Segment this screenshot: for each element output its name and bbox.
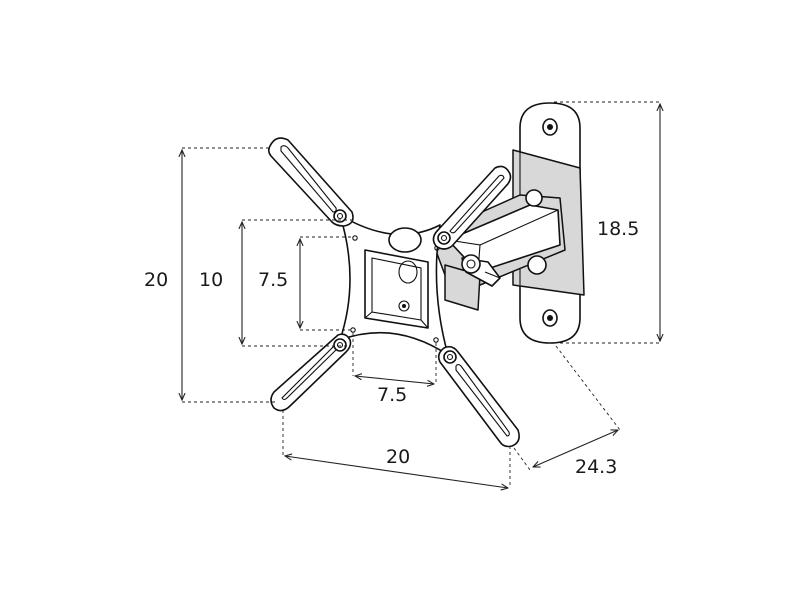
dim-overall-width (282, 410, 511, 488)
dim-label-overall-height: 20 (144, 269, 168, 291)
dim-label-height-7-5: 7.5 (258, 269, 288, 291)
vesa-plate (339, 214, 449, 356)
dim-label-height-10: 10 (199, 269, 223, 291)
tilt-knob (461, 254, 501, 287)
dim-depth (513, 345, 621, 471)
dim-label-overall-width: 20 (386, 446, 410, 468)
dim-overall-height (182, 147, 278, 403)
dim-height-7-5 (300, 236, 352, 331)
dim-wall-plate-height (554, 101, 660, 344)
adapter-arm-bottom-right (437, 345, 520, 448)
dim-height-10 (242, 219, 352, 347)
dim-label-depth: 24.3 (575, 456, 617, 478)
dim-label-wall-plate-height: 18.5 (597, 218, 639, 240)
adapter-arm-top-right (432, 165, 512, 250)
adapter-arm-bottom-left (270, 333, 352, 412)
adapter-arm-top-left (267, 137, 354, 227)
dim-width-7-5 (352, 333, 437, 384)
dim-label-width-7-5: 7.5 (377, 384, 407, 406)
